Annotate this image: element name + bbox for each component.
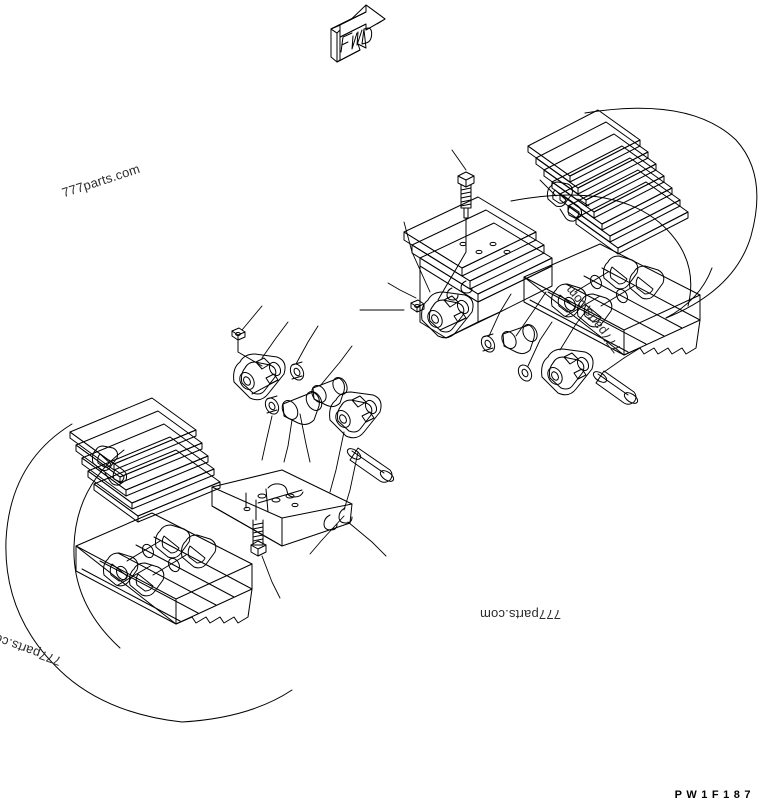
pin-regular bbox=[346, 447, 395, 483]
link-right bbox=[541, 348, 594, 396]
track-chain-assembly-upper-right bbox=[510, 107, 758, 356]
bushing-3 bbox=[501, 323, 538, 355]
bushing-2 bbox=[281, 391, 323, 425]
shoe-plate-lower bbox=[211, 469, 353, 547]
seal-4 bbox=[517, 364, 533, 382]
bolt-lower bbox=[250, 499, 267, 557]
nut-center bbox=[410, 299, 425, 313]
seal-1 bbox=[289, 361, 305, 381]
track-chain-assembly-lower-left bbox=[5, 397, 293, 723]
link-left bbox=[233, 353, 286, 401]
watermark-3: 777parts.com bbox=[479, 607, 561, 622]
seal-2 bbox=[264, 395, 280, 415]
seal-3 bbox=[480, 333, 496, 353]
drawing-code-label: PW1F187 bbox=[674, 789, 755, 801]
pin-master bbox=[592, 370, 639, 405]
bushing-1 bbox=[311, 376, 348, 408]
assembly-axis-left bbox=[237, 339, 263, 367]
fwd-arrow-icon bbox=[330, 4, 386, 63]
link-mid bbox=[329, 391, 382, 439]
link-center bbox=[421, 291, 474, 339]
shoe-plate-upper bbox=[403, 196, 553, 339]
nut-left bbox=[231, 327, 246, 341]
bolt-upper bbox=[457, 171, 475, 253]
leader-lines bbox=[241, 149, 641, 599]
